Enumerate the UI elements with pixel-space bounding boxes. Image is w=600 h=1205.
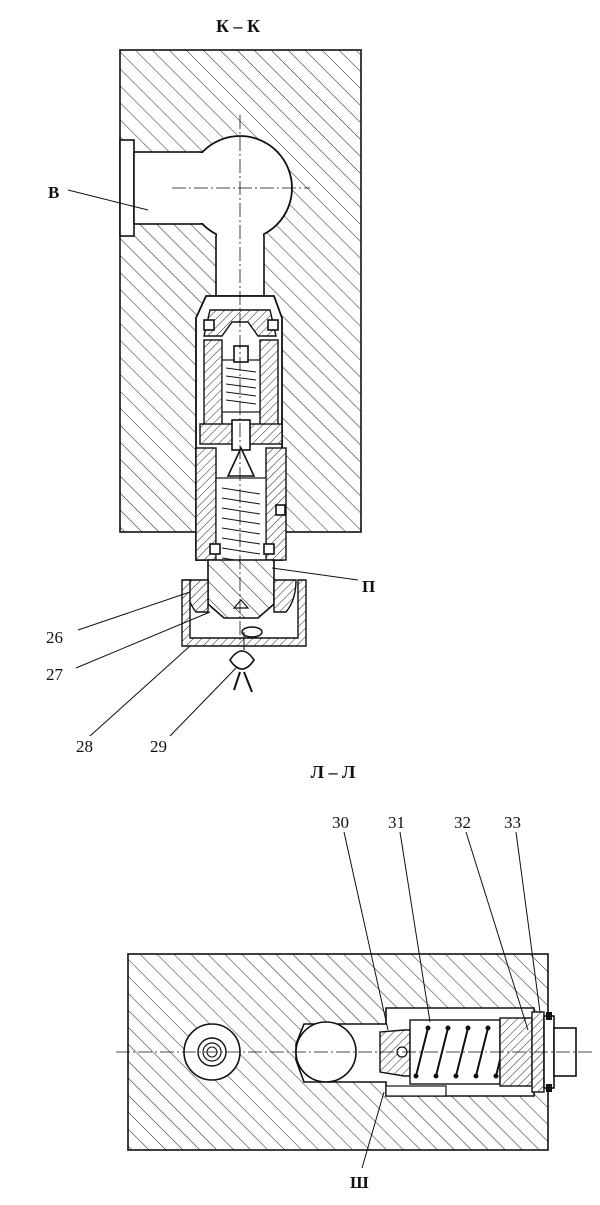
leader-30 bbox=[343, 831, 389, 1031]
section-ll: Л – Л bbox=[116, 762, 592, 1192]
label-32: 32 bbox=[454, 813, 471, 832]
kk-upper-spring bbox=[225, 367, 257, 405]
kk-upper-plunger bbox=[233, 345, 249, 363]
label-28: 28 bbox=[76, 737, 93, 756]
kk-lower-spring-chamber bbox=[215, 477, 267, 565]
kk-plug-tip bbox=[232, 599, 250, 609]
label-v: В bbox=[48, 183, 59, 202]
leader-p bbox=[271, 567, 359, 581]
label-27: 27 bbox=[46, 665, 64, 684]
label-33: 33 bbox=[504, 813, 521, 832]
kk-stem bbox=[231, 419, 251, 451]
section-ll-title: Л – Л bbox=[311, 762, 356, 782]
kk-adjusting-plug bbox=[207, 559, 275, 619]
leader-31 bbox=[399, 831, 431, 1023]
kk-upper-cage-right bbox=[259, 339, 279, 427]
ll-guide-sleeve bbox=[385, 1085, 447, 1097]
kk-seal-2 bbox=[267, 319, 279, 331]
kk-seal-4 bbox=[209, 543, 221, 555]
kk-upper-cage-left bbox=[203, 339, 223, 427]
leader-26 bbox=[77, 591, 191, 631]
kk-seal-wire-end-1 bbox=[233, 671, 241, 691]
kk-inlet-flange bbox=[119, 139, 135, 237]
kk-seal-3 bbox=[275, 504, 286, 516]
leader-33 bbox=[515, 831, 541, 1013]
ll-seal-bottom bbox=[546, 1084, 552, 1092]
kk-locknut-right bbox=[273, 579, 297, 613]
label-29: 29 bbox=[150, 737, 167, 756]
kk-seal-ring bbox=[241, 626, 263, 638]
kk-seat-insert bbox=[203, 309, 277, 337]
label-p: П bbox=[362, 577, 375, 596]
leader-28 bbox=[89, 645, 191, 737]
kk-seal-5 bbox=[263, 543, 275, 555]
leader-29 bbox=[169, 667, 237, 737]
kk-seal-1 bbox=[203, 319, 215, 331]
section-kk: К – К bbox=[46, 16, 375, 756]
kk-protective-cap bbox=[181, 579, 307, 647]
label-31: 31 bbox=[388, 813, 405, 832]
section-kk-title: К – К bbox=[216, 16, 260, 36]
kk-seal-wire-end-2 bbox=[243, 671, 253, 693]
label-26: 26 bbox=[46, 628, 63, 647]
leader-27 bbox=[75, 611, 211, 669]
leader-v bbox=[67, 189, 149, 211]
leader-sh bbox=[361, 1091, 385, 1169]
ll-seal-top bbox=[546, 1012, 552, 1020]
label-sh: Ш bbox=[350, 1173, 369, 1192]
label-30: 30 bbox=[332, 813, 349, 832]
leader-32 bbox=[465, 831, 529, 1031]
kk-lead-seal bbox=[229, 650, 255, 670]
kk-cone-valve bbox=[226, 446, 256, 477]
